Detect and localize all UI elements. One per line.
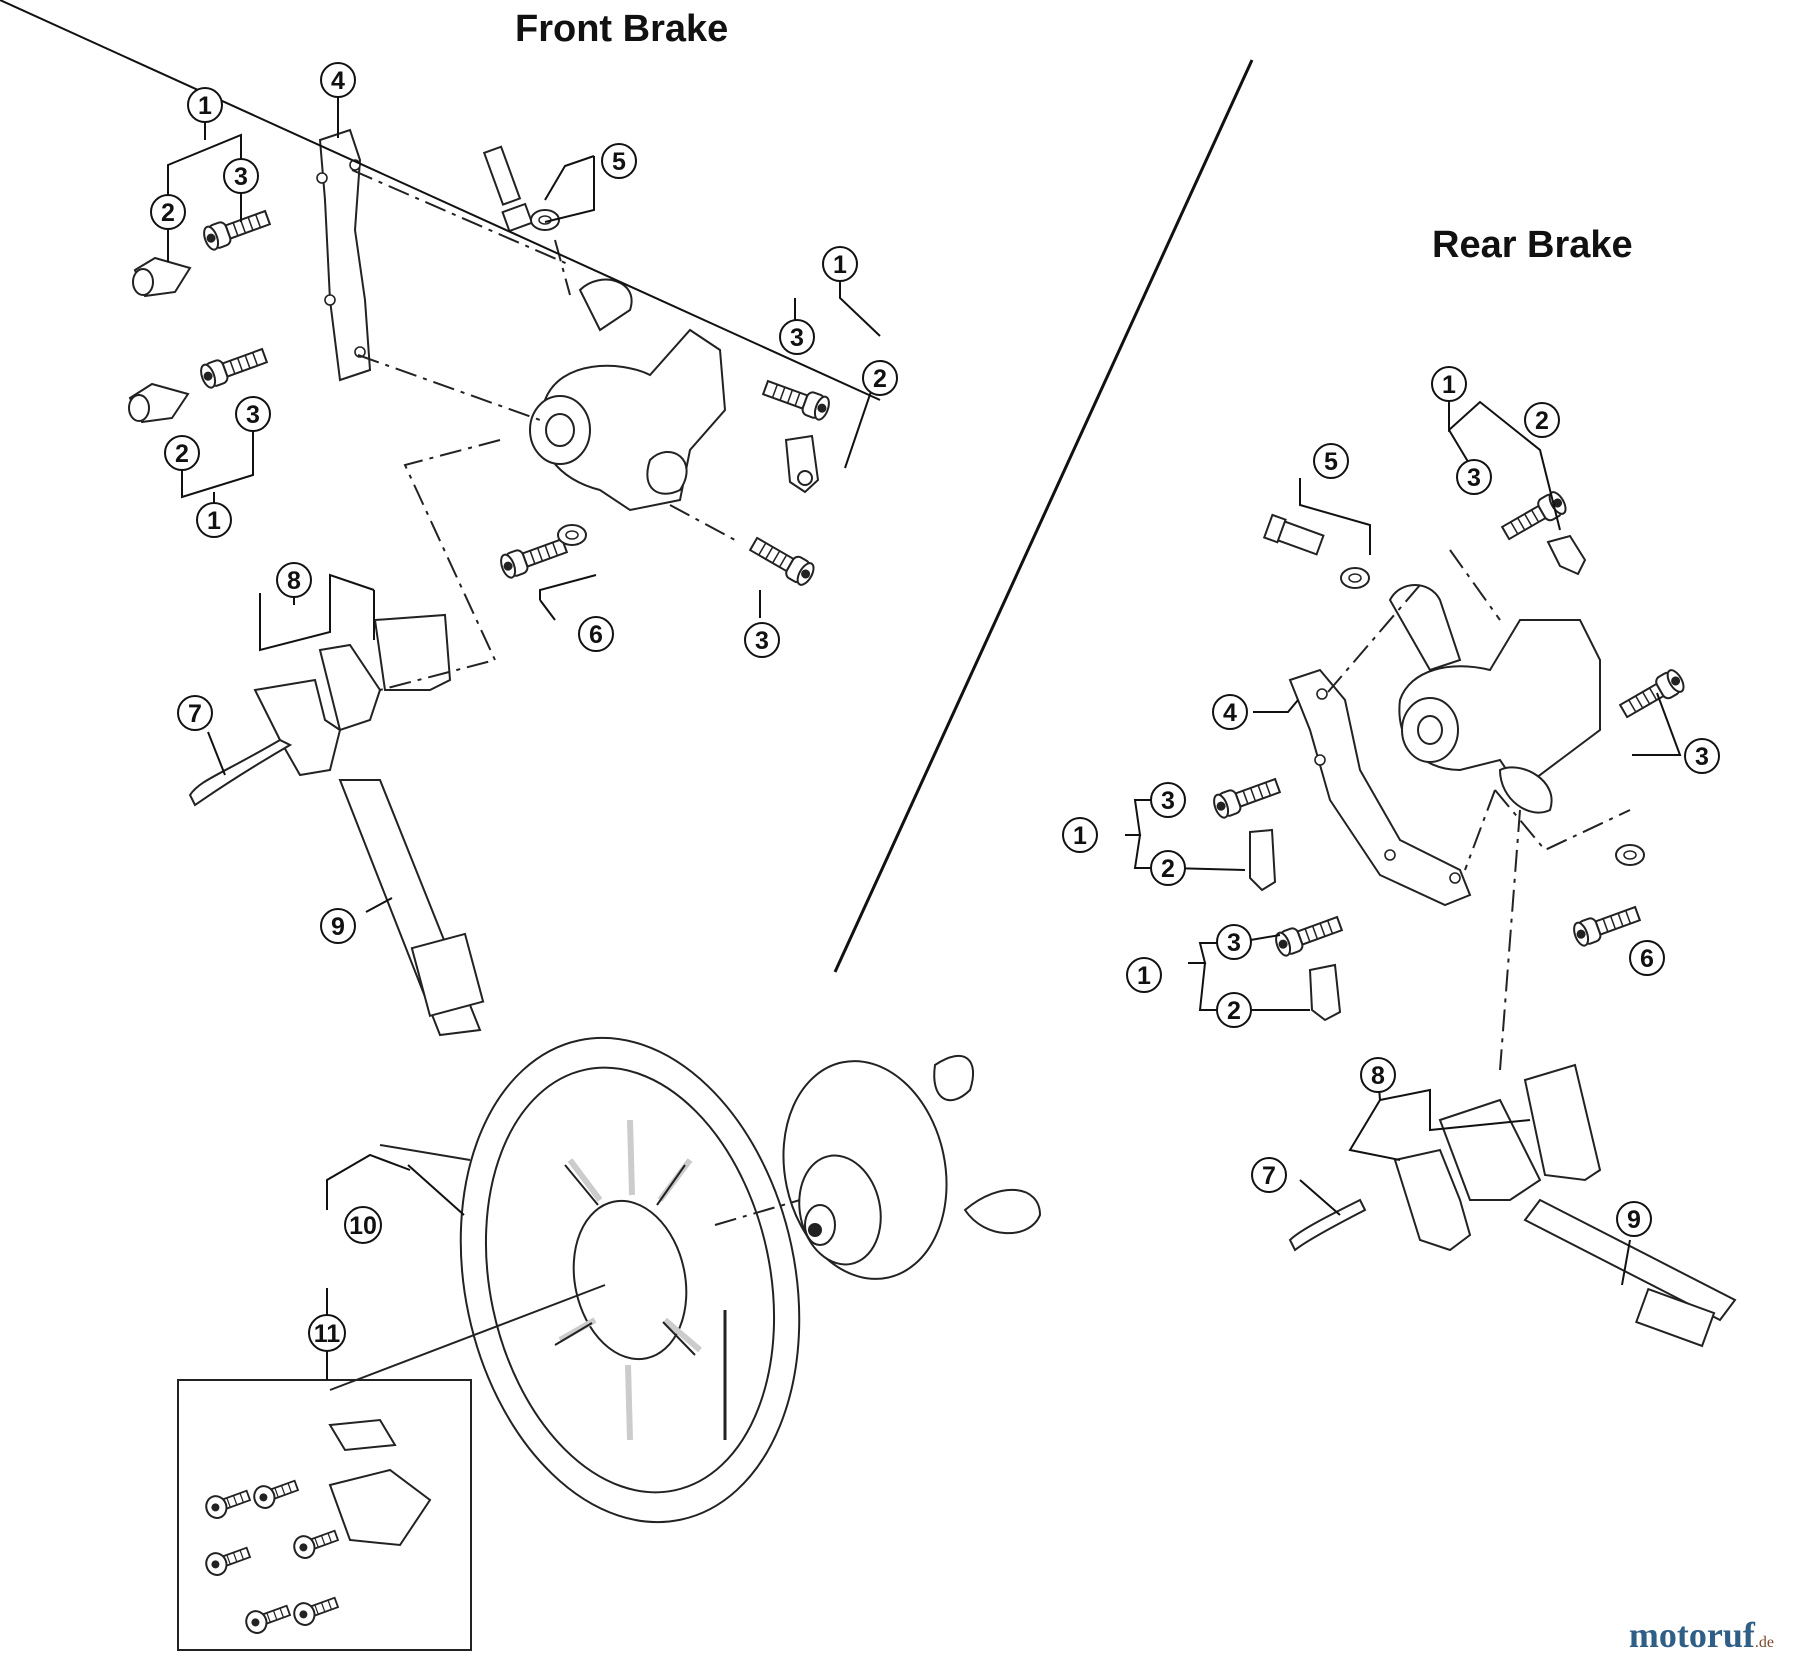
rear-brake-assembly (1210, 488, 1737, 1348)
svg-text:9: 9 (1627, 1206, 1641, 1234)
svg-text:1: 1 (1137, 962, 1151, 990)
svg-text:1: 1 (1073, 822, 1087, 850)
front-brake-title: Front Brake (515, 8, 729, 50)
svg-text:11: 11 (314, 1320, 341, 1348)
callout-rear-3b: 3 (1684, 738, 1720, 774)
svg-text:2: 2 (161, 199, 175, 227)
divider-line (833, 59, 1254, 973)
watermark-logo: motoruf.de (1629, 1614, 1774, 1656)
callout-front-3a: 3 (223, 158, 259, 194)
callout-rear-1b: 1 (1062, 817, 1098, 853)
svg-text:3: 3 (1227, 929, 1241, 957)
svg-text:2: 2 (873, 365, 887, 393)
svg-text:1: 1 (207, 507, 221, 535)
svg-text:1: 1 (833, 251, 847, 279)
callout-front-11: 11 (308, 1314, 346, 1352)
callout-front-4: 4 (320, 62, 356, 98)
svg-text:5: 5 (1324, 448, 1338, 476)
svg-text:6: 6 (589, 621, 603, 649)
rear-mount-adapter (1288, 668, 1472, 907)
callout-rear-3c: 3 (1150, 782, 1186, 818)
callout-front-2c: 2 (164, 435, 200, 471)
svg-text:10: 10 (349, 1212, 377, 1240)
watermark-tld: .de (1754, 1634, 1774, 1651)
callout-front-1c: 1 (196, 502, 232, 538)
svg-text:6: 6 (1640, 945, 1654, 973)
svg-text:7: 7 (188, 700, 202, 728)
svg-text:3: 3 (1695, 743, 1709, 771)
callout-front-1b: 1 (822, 246, 858, 282)
svg-text:2: 2 (1161, 855, 1175, 883)
callout-front-5: 5 (601, 143, 637, 179)
callout-rear-3d: 3 (1216, 924, 1252, 960)
callout-rear-2a: 2 (1524, 402, 1560, 438)
svg-text:1: 1 (198, 92, 212, 120)
front-brake-assembly (128, 128, 833, 1037)
callout-front-3d: 3 (744, 622, 780, 658)
callout-rear-7: 7 (1251, 1157, 1287, 1193)
svg-text:3: 3 (1467, 464, 1481, 492)
callout-front-2a: 2 (150, 194, 186, 230)
rear-brake-title: Rear Brake (1432, 224, 1633, 266)
svg-text:3: 3 (246, 401, 260, 429)
front-pad-left (253, 678, 342, 777)
callout-front-10: 10 (344, 1206, 382, 1244)
svg-text:2: 2 (1227, 997, 1241, 1025)
callout-rear-5: 5 (1313, 443, 1349, 479)
disc-rotor-assembly (177, 1036, 1042, 1651)
callout-front-3b: 3 (779, 319, 815, 355)
callout-rear-9: 9 (1616, 1201, 1652, 1237)
svg-text:2: 2 (1535, 407, 1549, 435)
watermark-brand: motoruf (1628, 1615, 1755, 1655)
callout-front-2b: 2 (862, 360, 898, 396)
svg-text:4: 4 (1223, 699, 1237, 727)
svg-text:3: 3 (1161, 787, 1175, 815)
svg-text:1: 1 (1442, 371, 1456, 399)
front-callouts: 1 2 3 4 5 1 3 2 2 3 1 8 7 6 3 9 10 11 (150, 62, 898, 1352)
rear-callouts: 1 2 3 5 4 3 1 3 2 1 3 2 6 8 7 9 (1062, 366, 1720, 1237)
svg-text:5: 5 (612, 148, 626, 176)
svg-text:2: 2 (175, 440, 189, 468)
rear-split-pin (1288, 1198, 1367, 1252)
front-split-pin (188, 738, 293, 807)
front-mount-adapter (318, 128, 372, 382)
callout-front-1a: 1 (187, 87, 223, 123)
callout-rear-1c: 1 (1126, 957, 1162, 993)
callout-rear-2b: 2 (1150, 850, 1186, 886)
front-pad-right (373, 613, 452, 691)
svg-text:8: 8 (287, 567, 301, 595)
callout-front-7: 7 (177, 695, 213, 731)
svg-text:4: 4 (331, 67, 345, 95)
callout-front-8: 8 (276, 562, 312, 598)
svg-text:9: 9 (331, 913, 345, 941)
callout-rear-8: 8 (1360, 1057, 1396, 1093)
callout-rear-1a: 1 (1431, 366, 1467, 402)
callout-rear-6: 6 (1629, 940, 1665, 976)
callout-front-6: 6 (578, 616, 614, 652)
callout-front-3c: 3 (235, 396, 271, 432)
svg-text:3: 3 (755, 627, 769, 655)
callout-rear-4: 4 (1212, 694, 1248, 730)
rear-pad-spacer (1523, 1198, 1737, 1322)
svg-text:3: 3 (790, 324, 804, 352)
callout-rear-2c: 2 (1216, 992, 1252, 1028)
callout-rear-3a: 3 (1456, 459, 1492, 495)
svg-text:8: 8 (1371, 1062, 1385, 1090)
svg-text:3: 3 (234, 163, 248, 191)
svg-text:7: 7 (1262, 1162, 1276, 1190)
rear-pad-right (1523, 1063, 1602, 1182)
rear-pad-left (1393, 1148, 1472, 1252)
callout-front-9: 9 (320, 908, 356, 944)
